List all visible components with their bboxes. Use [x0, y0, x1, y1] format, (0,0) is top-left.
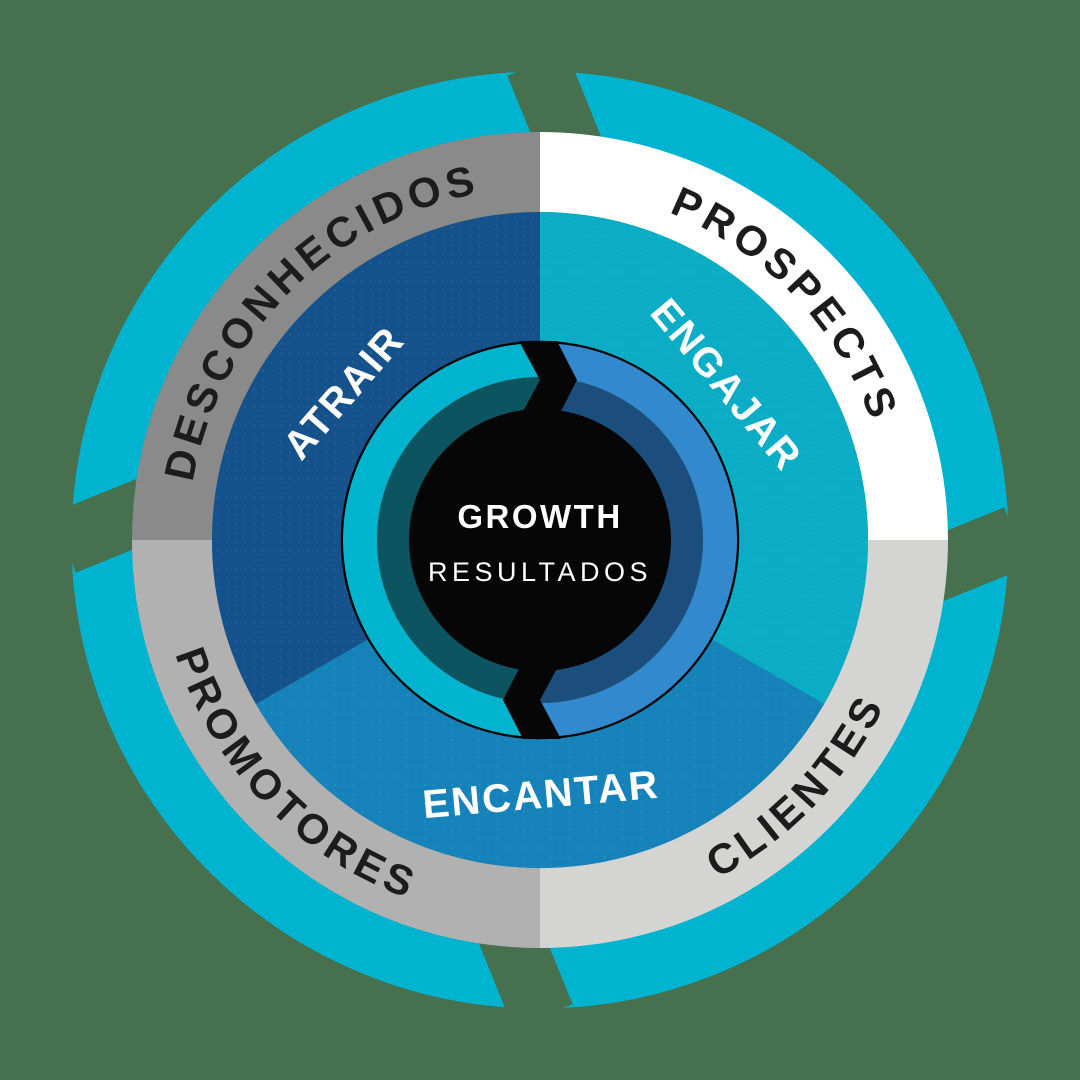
- accent-band-right-inner: [540, 377, 703, 703]
- lightning-bolt-top-icon: [519, 341, 577, 419]
- audience-segment-desconhecidos: [132, 132, 540, 540]
- center-circle: [409, 409, 671, 671]
- center-title: GROWTH: [457, 498, 622, 535]
- accent-band-left-inner: [377, 377, 540, 703]
- center-subtitle: RESULTADOS: [428, 557, 652, 587]
- audience-segment-prospects: [540, 132, 948, 540]
- lightning-bolt-bottom-icon: [503, 661, 561, 739]
- accent-band-left-outer: [343, 343, 540, 737]
- audience-segment-promotores: [132, 540, 540, 948]
- accent-band-right-outer: [540, 343, 737, 737]
- audience-segment-clientes: [540, 540, 948, 948]
